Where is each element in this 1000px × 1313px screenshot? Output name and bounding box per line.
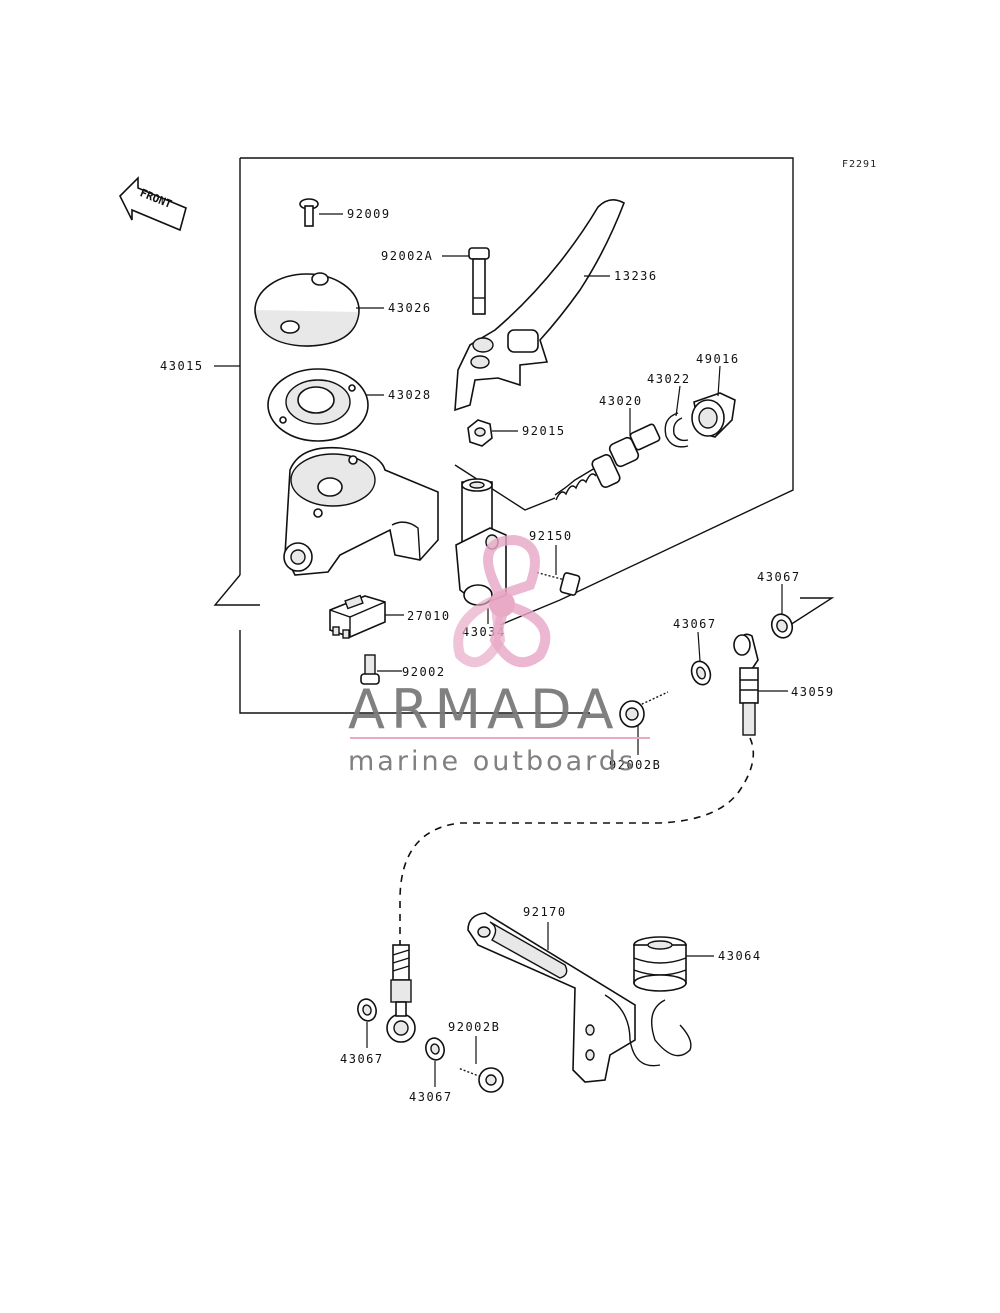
bolt-92150 [534,569,581,596]
pivot-bolt-92002A [468,247,490,315]
reservoir-cap-43026 [254,272,360,347]
washer-43067-top-right [770,613,794,639]
label-43022: 43022 [647,372,691,386]
label-92009: 92009 [347,207,391,221]
brake-lever-13236 [454,199,625,412]
propeller-logo-icon [453,534,551,668]
hose-fitting-43059 [733,633,759,736]
hose-fitting-lower [386,944,416,1043]
washer-43067-middle [690,660,712,686]
label-92002: 92002 [402,665,446,679]
label-27010: 27010 [407,609,451,623]
nut-92015 [467,419,493,447]
label-49016: 49016 [696,352,740,366]
master-cylinder-body [283,446,439,576]
boot-49016 [691,392,736,438]
brake-hose-line [399,737,755,945]
banjo-bolt-92002B-top [619,689,670,728]
label-43028: 43028 [388,388,432,402]
label-92015: 92015 [522,424,566,438]
bracket-92170 [467,912,661,1083]
label-92150: 92150 [529,529,573,543]
label-92002A: 92002A [381,249,433,263]
watermark-brand: ARMADA [348,678,620,741]
armada-watermark: ARMADA marine outboards [348,534,650,777]
front-arrow-icon: FRONT [119,176,187,232]
banjo-bolt-92002B-bottom [456,1065,504,1093]
label-43026: 43026 [388,301,432,315]
washer-43067-lower-left [357,998,377,1022]
label-92002B-top: 92002B [609,758,661,772]
label-43020: 43020 [599,394,643,408]
grommet-43064 [633,936,692,1057]
label-43067-top-right: 43067 [757,570,801,584]
label-43059: 43059 [791,685,835,699]
washer-43067-lower-center [425,1037,445,1061]
label-43067-middle: 43067 [673,617,717,631]
label-43064: 43064 [718,949,762,963]
circlip-43022 [664,412,689,448]
label-92002B-bottom: 92002B [448,1020,500,1034]
label-43015: 43015 [160,359,204,373]
watermark-divider [350,737,650,739]
label-92170: 92170 [523,905,567,919]
label-43067-lower-left: 43067 [340,1052,384,1066]
screw-92002 [360,654,380,685]
label-13236: 13236 [614,269,658,283]
brake-switch-27010 [329,594,386,639]
watermark-tagline: marine outboards [348,746,636,777]
diaphragm-43028 [267,368,369,442]
label-43067-lower-center: 43067 [409,1090,453,1104]
piston-assembly-43020 [554,423,661,501]
screw-92009 [299,198,319,227]
diagram-ref-code: F2291 [842,159,877,170]
